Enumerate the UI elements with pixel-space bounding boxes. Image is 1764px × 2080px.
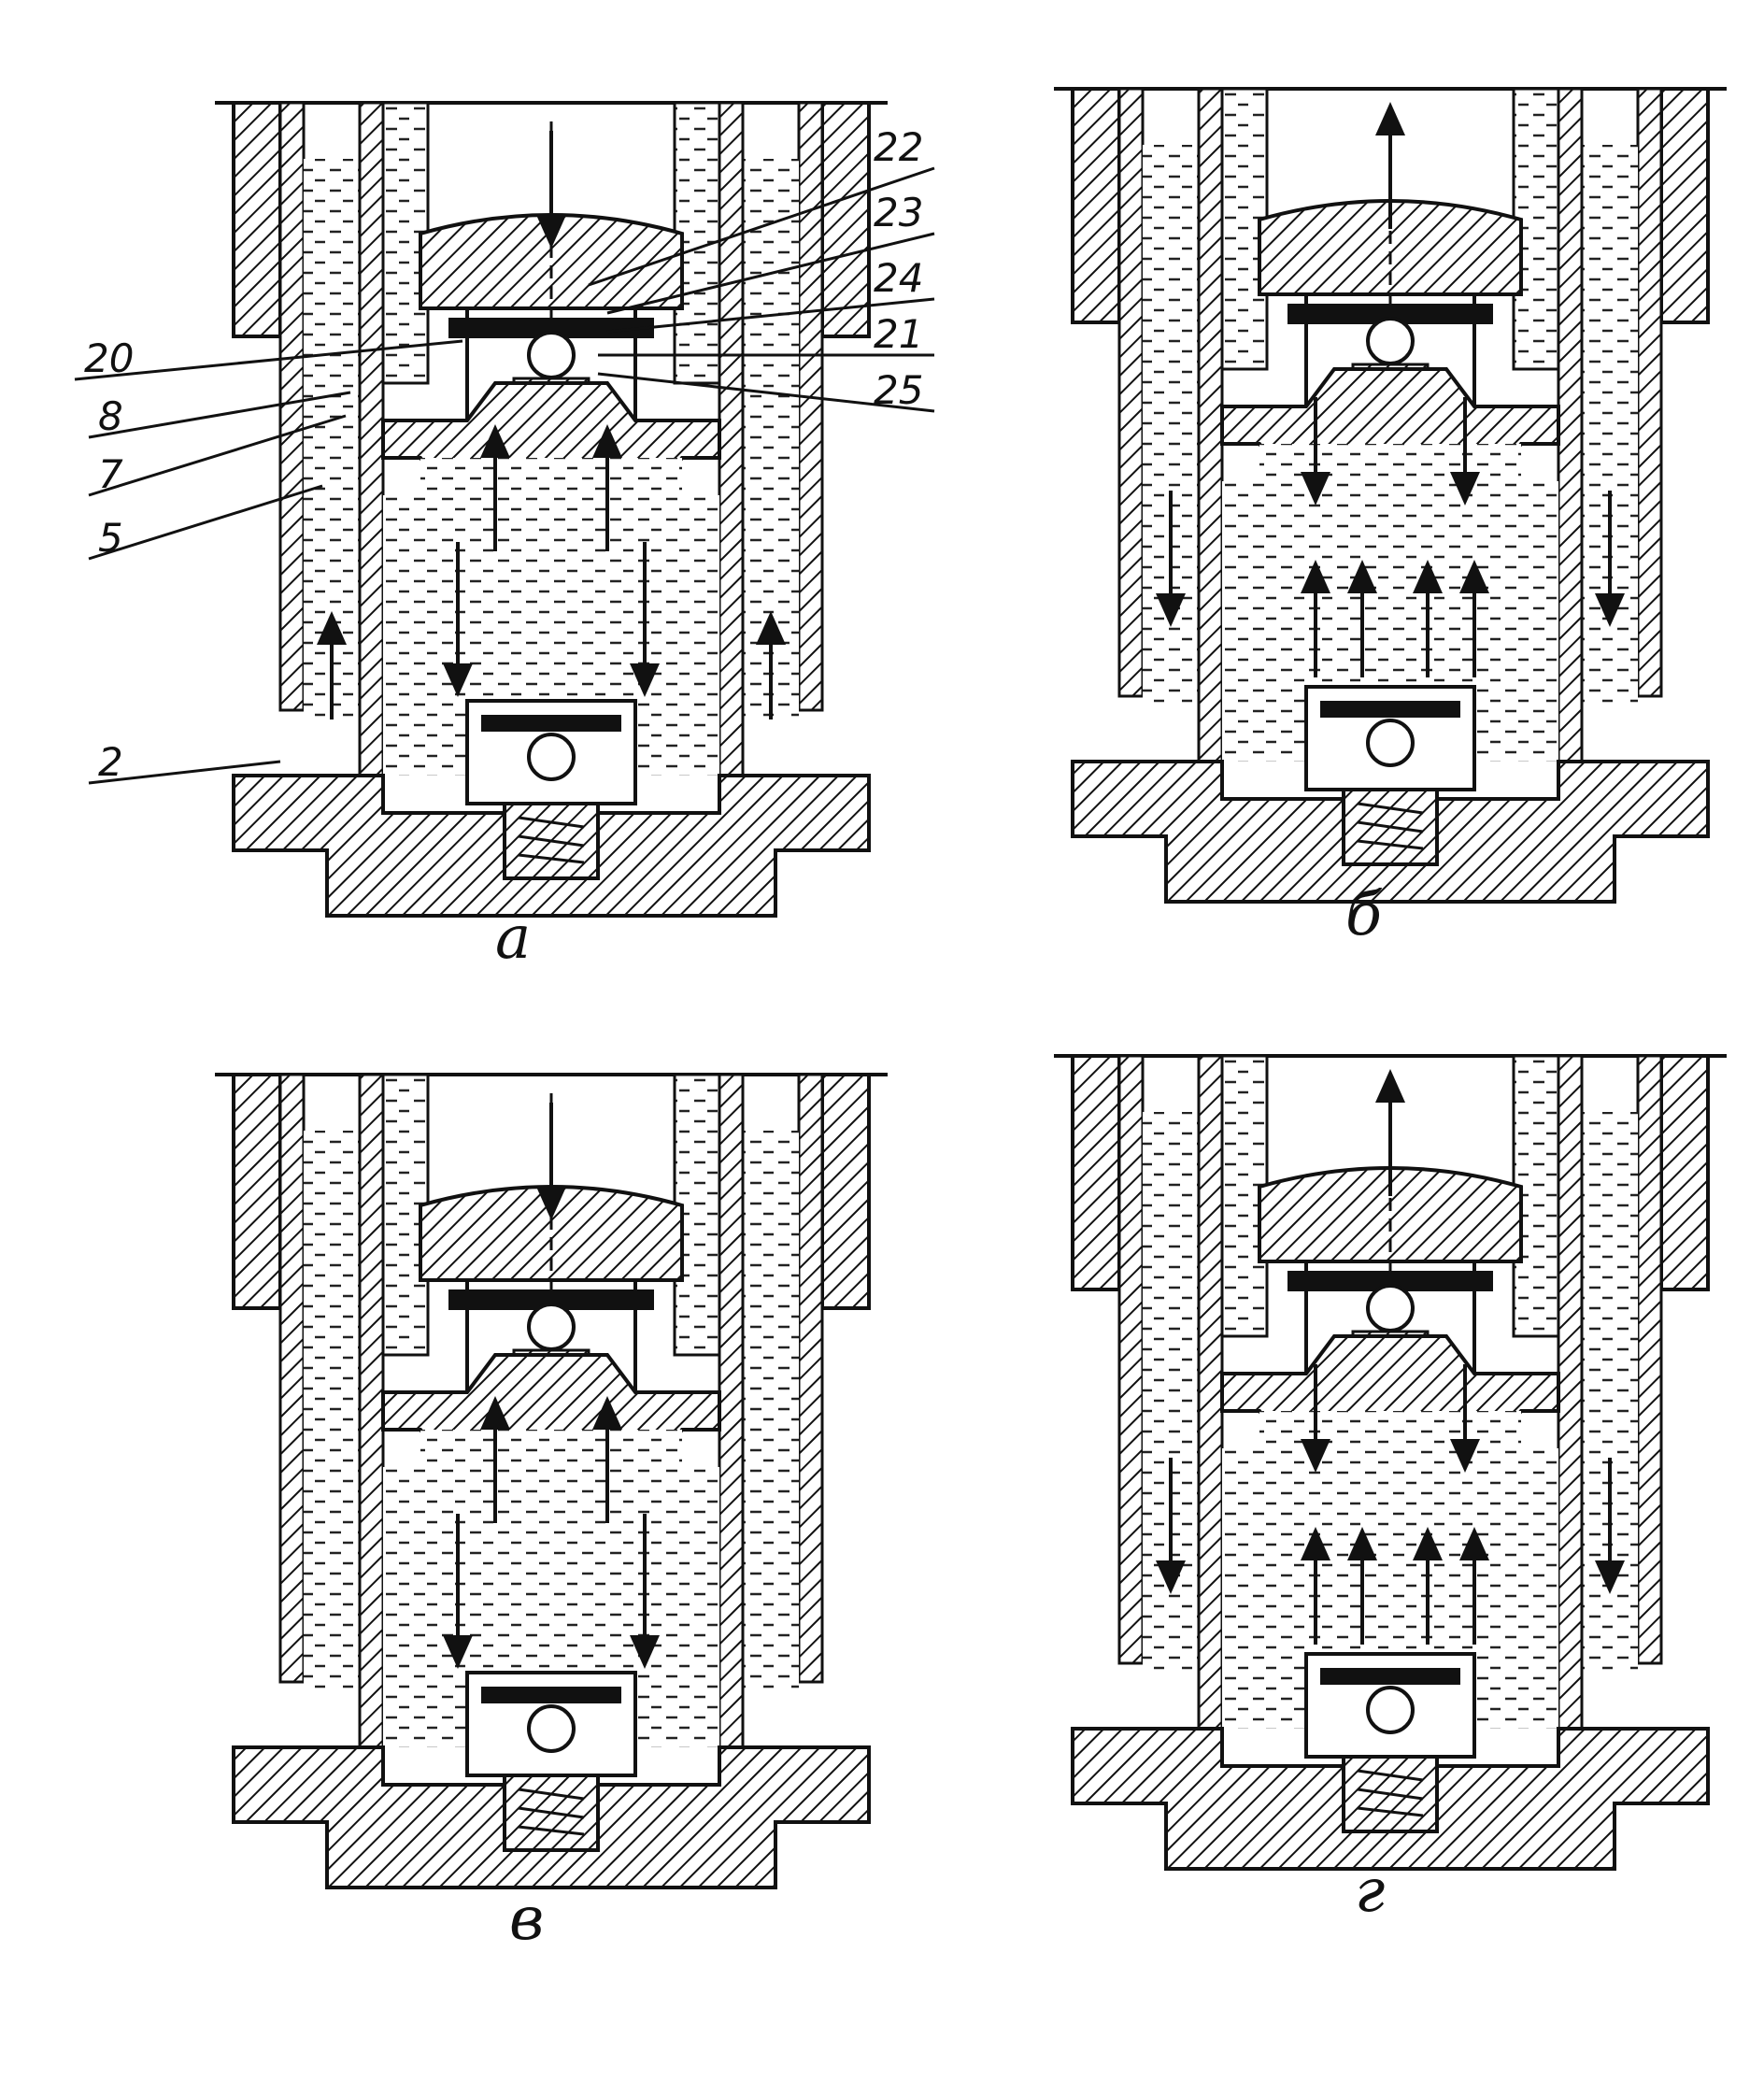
- callouts-right: 22 23 24 21 25: [588, 124, 935, 413]
- panel-g: [1052, 1054, 1728, 1871]
- panel-v: [213, 1073, 889, 1889]
- caption-b: б: [1345, 880, 1383, 949]
- callout-21: 21: [874, 311, 923, 357]
- caption-v: в: [509, 1885, 544, 1954]
- callouts-left: 20 8 7 5 2: [74, 335, 463, 785]
- panel-b: [1052, 87, 1728, 904]
- callout-2: 2: [98, 739, 123, 785]
- caption-g: г: [1355, 1857, 1385, 1926]
- panel-a: [213, 101, 889, 918]
- callout-24: 24: [874, 255, 923, 301]
- caption-a: а: [495, 904, 531, 973]
- callout-23: 23: [874, 190, 923, 235]
- callout-22: 22: [874, 124, 923, 170]
